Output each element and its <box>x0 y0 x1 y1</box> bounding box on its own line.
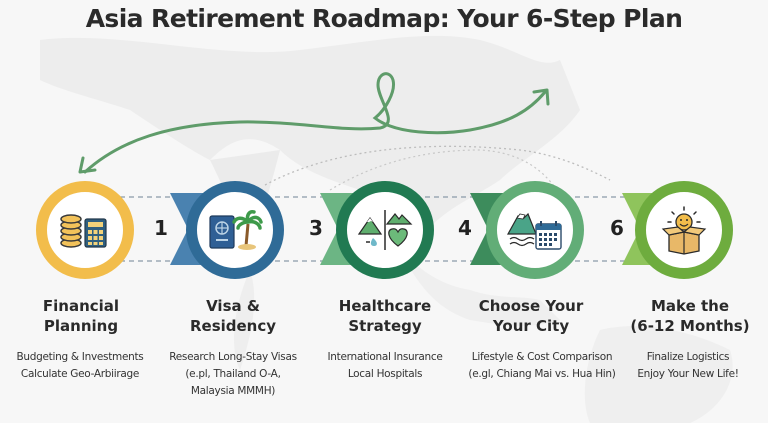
step-1-title-line-1: Financial <box>42 297 120 315</box>
step-5-title-line-1: Make the <box>650 297 730 315</box>
step-4-desc-line-2: (e.gl, Chiang Mai vs. Hua Hin) <box>468 368 616 380</box>
step-4-title: Choose Your Your City <box>456 296 606 336</box>
step-5-circle[interactable] <box>635 181 733 279</box>
step-4-title-line-1: Choose Your <box>478 297 584 315</box>
connector-number-6: 6 <box>610 216 624 240</box>
step-4-desc-line-1: Lifestyle & Cost Comparison <box>471 351 613 363</box>
journey-arrow <box>83 72 547 174</box>
step-2-desc-line-2: (e.pl, Thailand O-A, <box>185 368 281 380</box>
step-1-title-line-2: Planning <box>43 317 119 335</box>
step-4-title-line-2: Your City <box>492 317 570 335</box>
step-2-title-line-2: Residency <box>189 317 277 335</box>
step-5-title: Make the (6-12 Months) <box>615 296 765 336</box>
step-2-title: Visa & Residency <box>158 296 308 336</box>
step-1-description: Budgeting & Investments Calculate Geo-Ar… <box>0 349 160 383</box>
connector-number-4: 4 <box>458 216 472 240</box>
step-2-title-line-1: Visa & <box>206 297 260 315</box>
step-5-description: Finalize Logistics Enjoy Your New Life! <box>608 349 768 383</box>
step-5-desc-line-1: Finalize Logistics <box>646 351 730 363</box>
mountains-heart-icon <box>357 210 413 250</box>
step-1-title: Financial Planning <box>6 296 156 336</box>
step-5-desc-line-2: Enjoy Your New Life! <box>637 368 739 380</box>
smiley-box-icon <box>661 206 707 255</box>
step-1-circle[interactable] <box>36 181 134 279</box>
step-5-title-line-2: (6-12 Months) <box>630 317 750 335</box>
step-4-description: Lifestyle & Cost Comparison (e.gl, Chian… <box>462 349 622 383</box>
step-2-desc-line-3: Malaysia MMMH) <box>190 385 276 397</box>
step-1-desc-line-1: Budgeting & Investments <box>16 351 144 363</box>
step-4-circle[interactable] <box>486 181 584 279</box>
step-3-desc-line-2: Local Hospitals <box>347 368 423 380</box>
step-2-desc-line-1: Research Long-Stay Visas <box>169 351 297 363</box>
passport-palm-tree-icon <box>209 210 263 250</box>
connector-number-1: 1 <box>154 216 168 240</box>
step-2-description: Research Long-Stay Visas (e.pl, Thailand… <box>153 349 313 400</box>
connector-number-3: 3 <box>309 216 323 240</box>
step-3-description: International Insurance Local Hospitals <box>305 349 465 383</box>
page-title: Asia Retirement Roadmap: Your 6-Step Pla… <box>85 4 683 33</box>
step-3-circle[interactable] <box>336 181 434 279</box>
step-3-title: Healthcare Strategy <box>310 296 460 336</box>
volcano-calendar-icon <box>506 212 562 250</box>
coins-calculator-icon <box>60 214 107 248</box>
step-2-circle[interactable] <box>186 181 284 279</box>
step-3-title-line-1: Healthcare <box>338 297 432 315</box>
step-3-desc-line-1: International Insurance <box>327 351 443 363</box>
step-1-desc-line-2: Calculate Geo-Arbiirage <box>20 368 140 380</box>
step-3-title-line-2: Strategy <box>348 317 422 335</box>
